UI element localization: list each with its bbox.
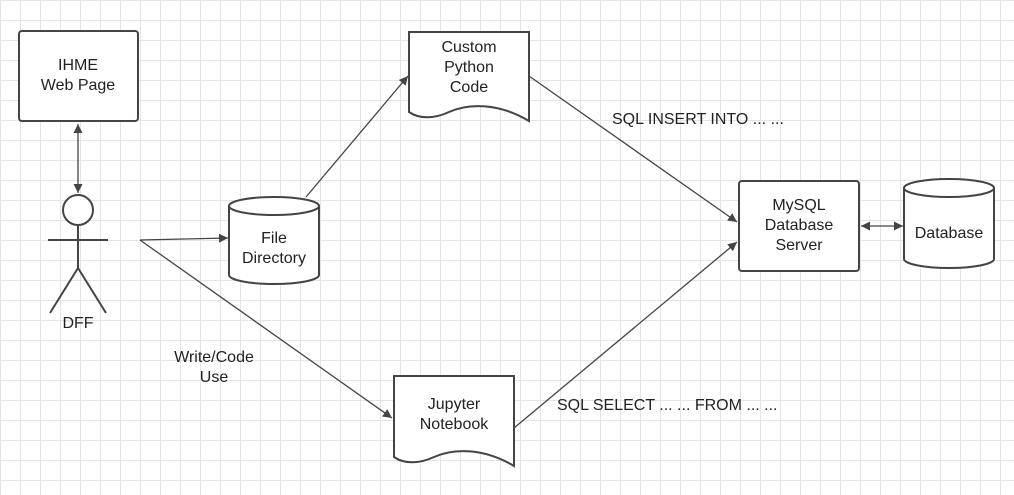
edge-python-mysql: [528, 75, 738, 223]
edge-label-sql-insert: SQL INSERT INTO ... ...: [612, 111, 784, 128]
jupyter-label-line-1: Jupyter: [428, 396, 481, 413]
edge-label-write-code: Write/Code: [174, 349, 254, 366]
edge-actor-file-directory: [139, 233, 229, 243]
ihme-label-line-1: IHME: [58, 57, 98, 74]
mysql-label-line-2: Database: [765, 217, 834, 234]
node-database[interactable]: Database: [903, 178, 995, 269]
database-label: Database: [915, 225, 984, 242]
edge-label-use: Use: [200, 369, 229, 386]
file-directory-label-line-2: Directory: [242, 250, 306, 267]
node-file-directory[interactable]: File Directory: [228, 196, 320, 285]
python-label-line-3: Code: [450, 79, 488, 96]
jupyter-label-line-2: Notebook: [420, 416, 489, 433]
mysql-label-line-1: MySQL: [772, 197, 825, 214]
edge-label-sql-select: SQL SELECT ... ... FROM ... ...: [557, 397, 778, 414]
actor-head-icon: [62, 194, 94, 226]
actor-label: DFF: [62, 315, 93, 332]
file-directory-label-line-1: File: [261, 230, 287, 247]
python-label-line-2: Python: [444, 59, 494, 76]
node-jupyter-notebook[interactable]: Jupyter Notebook: [393, 375, 515, 468]
edge-file-directory-python: [305, 75, 409, 198]
node-ihme-web-page[interactable]: IHME Web Page: [18, 30, 139, 122]
ihme-label-line-2: Web Page: [41, 77, 116, 94]
edge-actor-jupyter: [139, 239, 393, 419]
node-custom-python-code[interactable]: Custom Python Code: [408, 31, 530, 123]
edge-jupyter-mysql: [513, 241, 738, 429]
mysql-label-line-3: Server: [775, 237, 823, 254]
python-label-line-1: Custom: [441, 39, 496, 56]
actor-dff[interactable]: DFF: [48, 194, 108, 332]
node-mysql-database-server[interactable]: MySQL Database Server: [738, 180, 860, 272]
